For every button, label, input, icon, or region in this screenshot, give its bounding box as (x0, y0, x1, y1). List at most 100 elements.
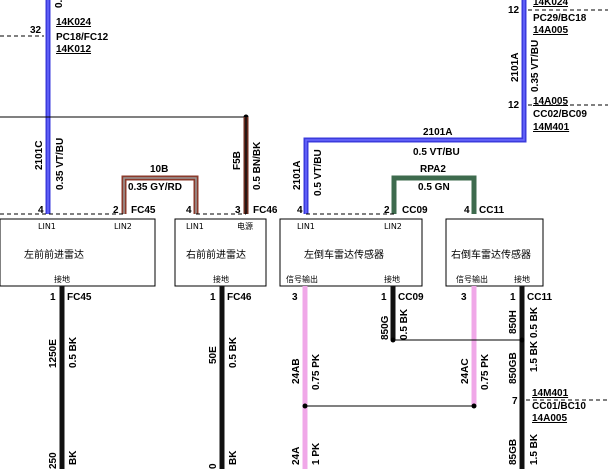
w1250e-id: 1250E (48, 339, 59, 368)
sig-splice-dot-2 (471, 403, 477, 409)
m3-sig-label: 信号输出 (286, 274, 318, 284)
w24ac-spec: 0.75 PK (480, 353, 491, 390)
m1-conn: FC45 (131, 205, 156, 216)
m1-pin-b: 2 (113, 205, 119, 216)
wire-rpa2-id: RPA2 (420, 164, 446, 175)
w250-id: 250 (48, 452, 59, 469)
wire-rpa2 (391, 175, 477, 214)
m2-gnd-pin: 1 (210, 292, 216, 303)
wire-10b-spec: 0.35 GY/RD (128, 182, 182, 193)
m3-pin-a-label: LIN1 (297, 222, 315, 231)
gnd-splice-dot-2 (519, 337, 525, 343)
w850h-spec: 0.5 BK (529, 306, 540, 338)
m2-pin-b-label: 电源 (237, 221, 253, 231)
wire-2101c-id: 2101C (34, 141, 45, 170)
m2-gnd-label: 接地 (213, 274, 229, 284)
gnd-splice-dot (390, 337, 396, 343)
w24ab-spec: 0.75 PK (311, 353, 322, 390)
m1-gnd-pin: 1 (50, 292, 56, 303)
wire-2101a-id: 2101A (292, 161, 303, 190)
w85gb-spec: 1.5 BK (529, 433, 540, 465)
tr-wire-id: 2101A (510, 53, 521, 82)
wire-2101c-spec: 0.35 VT/BU (55, 138, 66, 190)
tr-conn2: CC02/BC09 (533, 109, 587, 120)
wire-rpa2-spec: 0.5 GN (418, 182, 450, 193)
tr-conn2-bottom: 14M401 (533, 122, 570, 133)
w50e-id: 50E (208, 346, 219, 364)
w850g-spec: 0.5 BK (399, 308, 410, 340)
wire-10b-core (123, 177, 197, 214)
wire-2101a (303, 0, 527, 214)
w850gb-spec: 1.5 BK (529, 340, 540, 372)
module-left-front-radar (0, 218, 156, 287)
m3-gnd-conn: CC09 (398, 292, 424, 303)
w850gb-id: 850GB (508, 352, 519, 384)
m4-gnd-conn: CC11 (527, 292, 552, 303)
tl-pin: 32 (30, 25, 42, 36)
w850h-id: 850H (508, 310, 519, 334)
b-conn-top: 14M401 (532, 388, 569, 399)
wire-2101a-h-spec: 0.5 VT/BU (413, 147, 460, 158)
m4-conn: CC11 (479, 205, 504, 216)
b-conn-name: CC01/BC10 (532, 401, 586, 412)
w24a-id: 24A (291, 447, 302, 465)
m1-pin-a-label: LIN1 (38, 222, 56, 231)
wire-10b-id: 10B (150, 164, 168, 175)
m3-gnd-pin: 1 (381, 292, 387, 303)
m2-pin-b: 3 (235, 205, 241, 216)
w850g-id: 850G (380, 315, 391, 340)
w85gb-id: 85GB (508, 439, 519, 465)
w24ac-id: 24AC (460, 358, 471, 384)
w24a-spec: 1 PK (311, 442, 322, 465)
wire-f5b-id: F5B (232, 151, 243, 170)
m1-pin-a: 4 (38, 205, 44, 216)
tl-conn-top: 14K024 (56, 17, 91, 28)
m2-gnd-conn: FC46 (227, 292, 252, 303)
tr-conn1-sub: 14A005 (533, 25, 568, 36)
m1-name: 左前前进雷达 (24, 248, 84, 261)
w0-spec: BK (228, 450, 239, 465)
m2-conn: FC46 (253, 205, 278, 216)
b-conn-pin: 7 (512, 396, 518, 407)
w1250e-spec: 0.5 BK (68, 336, 79, 368)
w0-id: 0 (208, 463, 219, 469)
wire-2101a-core (305, 0, 525, 214)
tl-conn-bottom: 14K012 (56, 44, 91, 55)
tr-pin2: 12 (508, 100, 520, 111)
m1-gnd-label: 接地 (54, 274, 70, 284)
m3-sig-pin: 3 (292, 292, 298, 303)
m3-gnd-label: 接地 (384, 274, 400, 284)
module-right-reverse-sensor (445, 218, 544, 287)
m3-pin-b: 2 (384, 205, 390, 216)
m3-conn: CC09 (402, 205, 428, 216)
m2-name: 右前前进雷达 (186, 248, 246, 261)
m3-name: 左倒车雷达传感器 (304, 248, 384, 261)
tl-pin-top-partial: 0.5 (54, 0, 65, 8)
tr-pin-top: 12 (508, 5, 520, 16)
b-conn-bottom: 14A005 (532, 413, 567, 424)
w250-spec: BK (68, 450, 79, 465)
tr-conn-top: 14K024 (533, 0, 568, 8)
m1-gnd-conn: FC45 (67, 292, 92, 303)
m4-gnd-label: 接地 (514, 274, 530, 284)
m2-pin-a: 4 (186, 205, 192, 216)
w24ab-id: 24AB (291, 358, 302, 384)
m4-pin-a: 4 (464, 205, 470, 216)
m3-pin-a: 4 (297, 205, 303, 216)
m4-gnd-pin: 1 (510, 292, 516, 303)
m4-sig-pin: 3 (461, 292, 467, 303)
wire-2101a-spec: 0.5 VT/BU (313, 149, 324, 196)
tr-conn1: PC29/BC18 (533, 13, 587, 24)
sig-splice-dot (302, 403, 308, 409)
wire-f5b-spec: 0.5 BN/BK (252, 141, 263, 190)
tr-wire-spec: 0.35 VT/BU (530, 40, 541, 92)
m2-pin-a-label: LIN1 (186, 222, 204, 231)
m1-pin-b-label: LIN2 (114, 222, 132, 231)
module-left-reverse-sensor (279, 218, 423, 287)
module-right-front-radar (174, 218, 267, 287)
wire-2101a-h-id: 2101A (423, 127, 452, 138)
m4-name: 右倒车雷达传感器 (451, 248, 531, 261)
m4-sig-label: 信号输出 (456, 274, 488, 284)
m3-pin-b-label: LIN2 (384, 222, 402, 231)
